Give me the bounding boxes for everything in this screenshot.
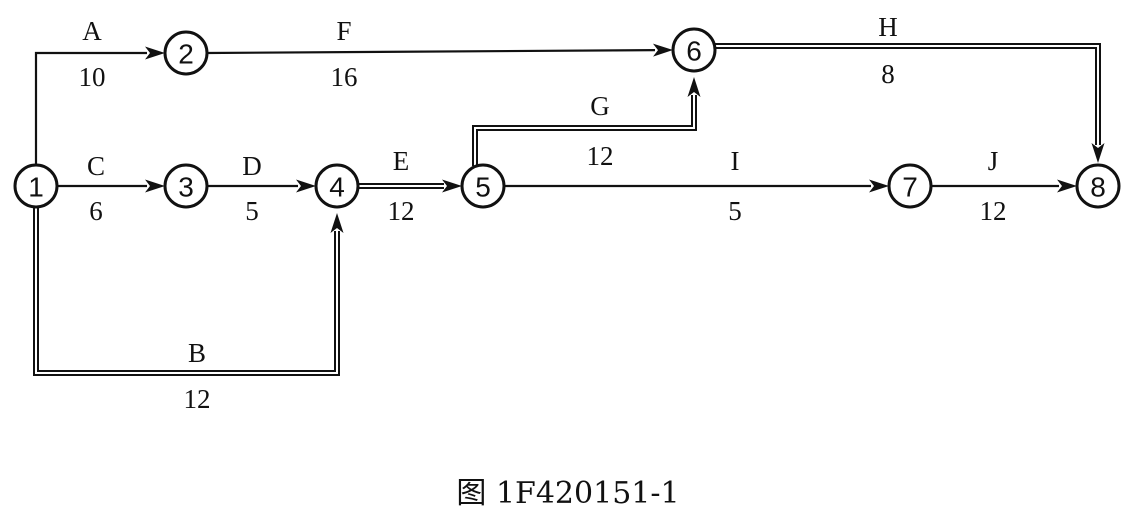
activity-c-arrowhead xyxy=(145,179,165,193)
activity-h-line-outer xyxy=(715,43,1101,145)
activity-h-duration: 8 xyxy=(881,59,895,89)
activity-b-duration: 12 xyxy=(184,384,211,414)
activity-a-arrowhead xyxy=(145,46,165,60)
activity-d-duration: 5 xyxy=(245,196,259,226)
node-6-circle xyxy=(671,27,717,73)
activity-e-arrowhead xyxy=(442,179,462,193)
node-8-circle xyxy=(1075,163,1121,209)
node-8: 8 xyxy=(1075,163,1121,209)
activity-j-arrow xyxy=(931,179,1077,193)
activity-e-name: E xyxy=(393,146,410,176)
node-3-circle xyxy=(163,163,209,209)
activity-i-name: I xyxy=(731,146,740,176)
activity-j-arrowhead xyxy=(1057,179,1077,193)
activity-h-name: H xyxy=(878,12,898,42)
node-4-label: 4 xyxy=(329,172,345,203)
activity-d-name: D xyxy=(242,151,262,181)
activity-d-arrow xyxy=(207,179,316,193)
activity-a-arrow xyxy=(34,46,165,165)
activity-g-arrow xyxy=(472,77,701,166)
node-3: 3 xyxy=(163,163,209,209)
activity-f-arrow xyxy=(206,43,673,57)
activity-f-line xyxy=(206,49,656,55)
activity-d-arrowhead xyxy=(296,179,316,193)
node-4-circle xyxy=(314,163,360,209)
activity-f-name: F xyxy=(336,16,351,46)
activity-j-name: J xyxy=(988,146,999,176)
node-8-label: 8 xyxy=(1090,172,1106,203)
node-5: 5 xyxy=(460,163,506,209)
activity-h-line-inner xyxy=(715,45,1099,145)
node-2: 2 xyxy=(163,30,209,76)
activity-e-arrow xyxy=(358,179,462,193)
activity-i-duration: 5 xyxy=(728,196,742,226)
node-7-circle xyxy=(887,163,933,209)
node-5-label: 5 xyxy=(475,172,491,203)
node-1-label: 1 xyxy=(28,172,44,203)
activity-a-duration: 10 xyxy=(79,62,106,92)
activity-h-arrow xyxy=(715,43,1105,163)
activity-g-duration: 12 xyxy=(587,141,614,171)
activity-i-arrowhead xyxy=(869,179,889,193)
activity-e-duration: 12 xyxy=(388,196,415,226)
activity-b-line-outer xyxy=(33,207,340,376)
activity-g-arrowhead xyxy=(687,77,701,97)
node-2-circle xyxy=(163,30,209,76)
activity-i-arrow xyxy=(504,179,889,193)
activity-b-name: B xyxy=(188,338,206,368)
activity-f-duration: 16 xyxy=(331,62,358,92)
activity-g-line-inner xyxy=(474,95,695,166)
node-7-label: 7 xyxy=(902,172,918,203)
activity-c-duration: 6 xyxy=(89,196,103,226)
activity-a-name: A xyxy=(82,16,102,46)
activity-a-line xyxy=(34,51,147,165)
activity-h-arrowhead xyxy=(1091,143,1105,163)
activity-arrows xyxy=(33,43,1105,376)
node-6: 6 xyxy=(671,27,717,73)
activity-b-arrow xyxy=(33,207,344,376)
node-2-label: 2 xyxy=(178,39,194,70)
node-1: 1 xyxy=(13,163,59,209)
node-1-circle xyxy=(13,163,59,209)
activity-b-arrowhead xyxy=(330,213,344,233)
node-5-circle xyxy=(460,163,506,209)
node-4: 4 xyxy=(314,163,360,209)
node-7: 7 xyxy=(887,163,933,209)
activity-f-arrowhead xyxy=(652,43,673,57)
activity-c-name: C xyxy=(87,151,105,181)
node-6-label: 6 xyxy=(686,36,702,67)
node-3-label: 3 xyxy=(178,172,194,203)
activity-c-arrow xyxy=(57,179,165,193)
activity-b-line-inner xyxy=(35,207,338,374)
activity-j-duration: 12 xyxy=(980,196,1007,226)
activity-g-name: G xyxy=(590,91,610,121)
activity-g-line-outer xyxy=(472,95,697,166)
figure-caption: 图 1F420151-1 xyxy=(456,476,679,511)
